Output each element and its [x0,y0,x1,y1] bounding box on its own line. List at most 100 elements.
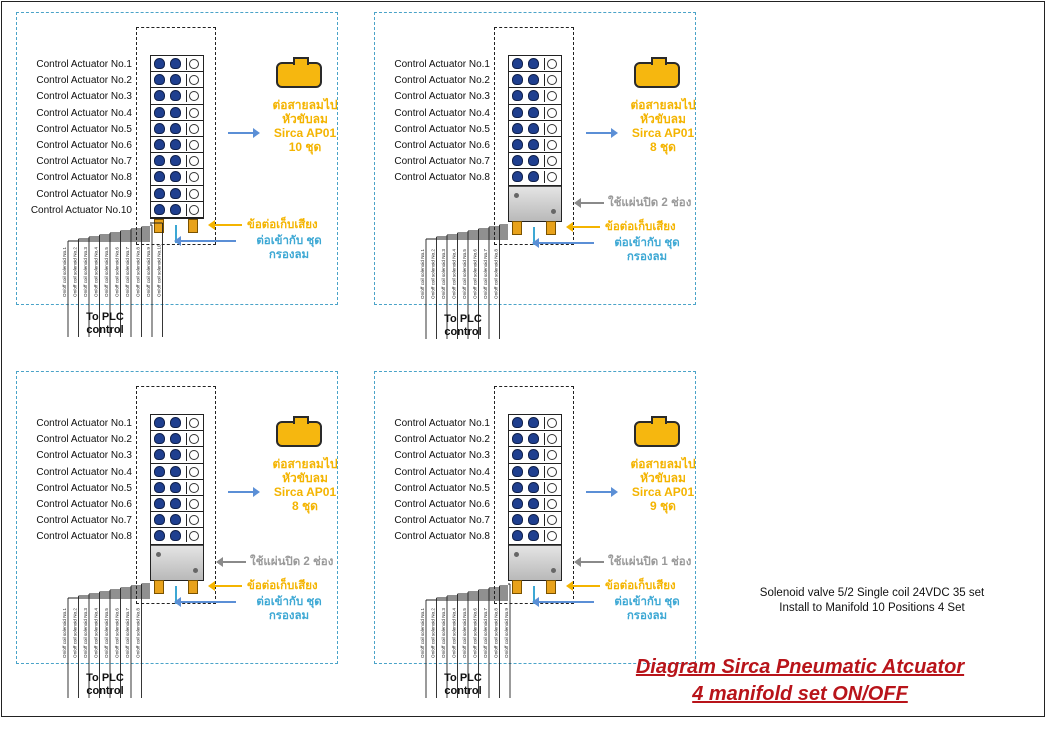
actuator-label: Control Actuator No.6 [36,139,132,151]
tube-note-line: Sirca AP01 [631,126,695,140]
actuator-label: Control Actuator No.4 [394,466,490,478]
actuator-label: Control Actuator No.6 [36,498,132,510]
valve-port-icon [544,417,558,429]
air-in-note-line: ต่อเข้ากับ ชุด [256,595,322,608]
solenoid-valve [151,105,203,121]
coil-wire [78,595,150,698]
solenoid-valve [509,480,561,496]
solenoid-coil-icon [512,497,523,509]
actuator-label: Control Actuator No.2 [36,434,132,446]
solenoid-coil-icon [528,90,539,102]
coil-wire-label: On/off coil solenoid No.6 [115,247,120,297]
air-in-note: ต่อเข้ากับ ชุดกรองลม [602,595,692,623]
valve-port-icon [186,481,200,494]
coil-wire-label: On/off coil solenoid No.4 [94,247,99,297]
tube-note-line: ต่อสายลมไป [630,457,696,471]
solenoid-coil-icon [154,433,165,445]
solenoid-valve [151,496,203,513]
coil-wire [120,587,150,698]
actuator-label: Control Actuator No.2 [394,75,490,87]
tube-direction-arrow [586,128,618,138]
solenoid-valve [151,153,203,170]
actuator-label: Control Actuator No.1 [394,59,490,70]
exhaust-arrow [566,580,600,591]
solenoid-coil-icon [154,481,165,493]
solenoid-coil-icon [512,530,523,542]
air-in-note-line: กรองลม [268,249,310,261]
solenoid-coil-icon [512,58,523,69]
air-in-note: ต่อเข้ากับ ชุดกรองลม [602,236,692,264]
summary-text: Solenoid valve 5/2 Single coil 24VDC 35 … [722,586,1022,616]
solenoid-coil-icon [528,497,539,509]
tube-note-line: Sirca AP01 [273,485,337,499]
solenoid-coil-icon [512,155,523,167]
valve-port-icon [544,497,558,510]
solenoid-valve [151,56,203,73]
solenoid-coil-icon [528,481,539,493]
solenoid-coil-icon [170,58,181,69]
coil-wire-label: On/off coil solenoid No.6 [115,607,120,657]
coil-wire [120,230,150,337]
blank-plate-arrow [574,197,604,208]
solenoid-coil-icon [528,58,539,69]
solenoid-coil-icon [154,514,165,526]
air-supply-line [533,226,535,245]
coil-wire-label: On/off coil solenoid No.7 [125,247,130,297]
solenoid-coil-icon [170,417,181,428]
solenoid-coil-icon [154,497,165,509]
solenoid-coil-icon [512,449,523,461]
valve-port-icon [186,417,200,429]
solenoid-coil-icon [154,187,165,199]
solenoid-coil-icon [512,417,523,428]
valve-port-icon [186,58,200,70]
coil-wire-label: On/off coil solenoid No.3 [83,607,88,657]
coil-wire-label: On/off coil solenoid No.4 [452,248,457,298]
solenoid-coil-icon [170,530,181,542]
air-in-note-line: ต่อเข้ากับ ชุด [614,236,680,249]
solenoid-valve [509,528,561,545]
coil-wire [436,597,508,698]
solenoid-coil-icon [528,417,539,428]
coil-wire-label: On/off coil solenoid No.3 [441,607,446,657]
valve-port-icon [186,106,200,119]
solenoid-valve [509,121,561,137]
solenoid-coil-icon [528,122,539,134]
actuator-label: Control Actuator No.6 [394,139,490,151]
coil-wire-label: On/off coil solenoid No.4 [452,607,457,657]
solenoid-coil-icon [170,449,181,461]
actuator-label: Control Actuator No.8 [36,531,132,543]
plc-label-line: control [86,684,124,697]
actuator-label: Control Actuator No.4 [36,107,132,119]
solenoid-valve [151,464,203,480]
solenoid-valve [151,480,203,496]
tube-note-line: หัวขับลม [282,471,328,485]
tube-direction-arrow [228,487,260,497]
blank-plate [151,544,203,580]
valve-port-icon [186,465,200,478]
coil-wire-label: On/off coil solenoid No.7 [125,607,130,657]
solenoid-valve [509,72,561,89]
coil-wire [436,236,508,339]
coil-wire [508,583,511,698]
solenoid-valve [509,415,561,432]
solenoid-coil-icon [154,530,165,542]
coil-wire-label: On/off coil solenoid No.1 [420,248,425,298]
actuator-label: Control Actuator No.8 [394,172,490,184]
valve-port-icon [544,138,558,151]
coil-wire [78,238,150,337]
exhaust-note: ข้อต่อเก็บเสียง [247,579,318,592]
blank-plate-note: ใช้แผ่นปิด 2 ช่อง [250,555,334,568]
coil-wire-label: On/off coil solenoid No.10 [157,244,162,297]
diagram-frame [1,1,1045,717]
exhaust-note: ข้อต่อเก็บเสียง [605,220,676,233]
solenoid-coil-icon [512,171,523,183]
solenoid-valve [151,512,203,529]
pneumatic-actuator-icon [634,416,680,447]
coil-wire [141,583,150,698]
solenoid-valve [509,56,561,73]
coil-wire [67,597,150,698]
